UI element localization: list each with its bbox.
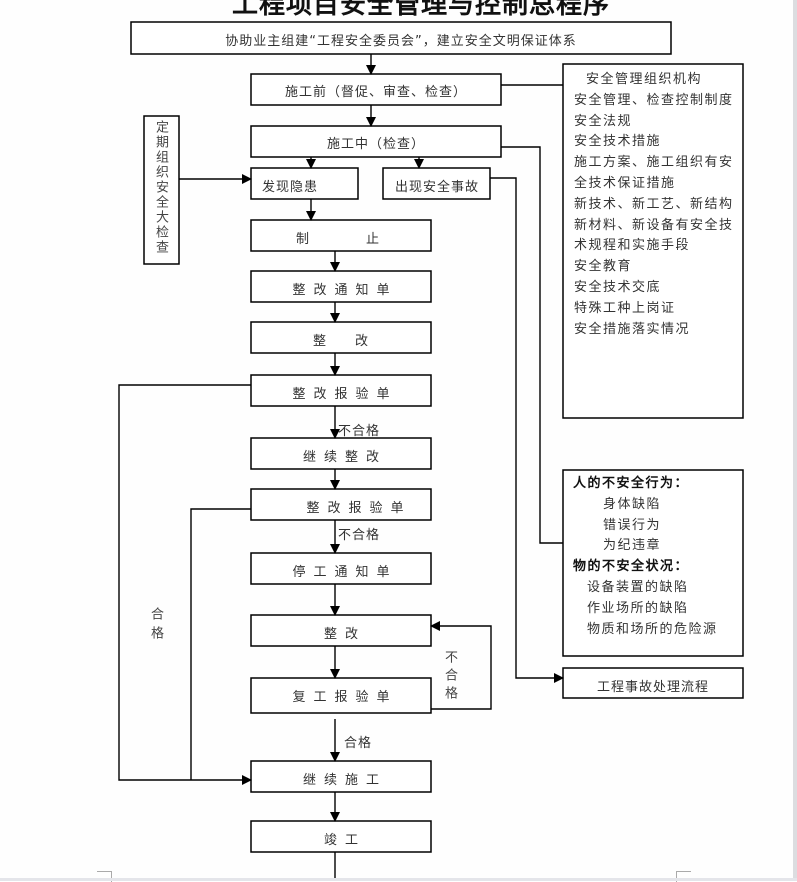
rectify-report-1-label: 整改报验单: [292, 387, 398, 402]
list-item: 安全法规: [574, 113, 633, 129]
pass-line-report2: [190, 508, 251, 780]
unsafe-factors-list: 人的不安全行为： 身体缺陷 错误行为 为纪违章 物的不安全状况： 设备装置的缺陷…: [573, 474, 718, 640]
edge-label-fail-loop: 不合格: [442, 650, 457, 704]
list-item: 全技术保证措施: [574, 175, 676, 191]
hazard-found-label: 发现隐患: [262, 180, 319, 195]
edge-label-fail-1: 不合格: [338, 424, 381, 439]
stop-label: 制 止: [296, 232, 381, 247]
box-rectify-report-2: [250, 488, 432, 521]
connector-accident-to-process: [490, 177, 564, 683]
box-pre-items: [562, 63, 744, 419]
box-pre-construction: [250, 73, 502, 106]
box-rectify-1: [250, 321, 432, 354]
page-corner-mark-left: [97, 871, 112, 882]
human-unsafe-heading: 人的不安全行为：: [573, 476, 690, 491]
list-item: 施工方案、施工组织有安: [574, 155, 734, 171]
rectify-report-2-label: 整改报验单: [306, 501, 412, 516]
box-periodic-inspection: [143, 115, 180, 265]
list-item: 安全技术措施: [574, 134, 662, 150]
list-item: 身体缺陷: [603, 496, 662, 512]
list-item: 错误行为: [603, 517, 662, 533]
box-stop-work-notice: [250, 552, 432, 585]
stop-work-notice-label: 停工通知单: [292, 565, 398, 580]
list-item: 安全技术交底: [574, 279, 662, 295]
list-item: 特殊工种上岗证: [574, 300, 676, 316]
list-item: 设备装置的缺陷: [587, 579, 689, 595]
box-accident: [382, 167, 491, 200]
page-corner-mark-right: [676, 871, 691, 882]
during-construction-label: 施工中（检查）: [326, 137, 425, 152]
accident-process-label: 工程事故处理流程: [596, 680, 709, 695]
periodic-inspection-label: 定期组织安全大检查: [153, 120, 168, 255]
continue-rectify-label: 继续整改: [302, 450, 387, 465]
list-item: 安全措施落实情况: [574, 321, 691, 337]
box-during-construction: [250, 125, 502, 158]
object-unsafe-heading: 物的不安全状况：: [573, 559, 690, 575]
completion-label: 竣工: [323, 833, 366, 848]
rectify-2-label: 整改: [323, 627, 366, 642]
box-completion: [250, 820, 432, 853]
connector-during-to-unsafe: [501, 146, 563, 544]
list-item: 新技术、新工艺、新结构: [574, 196, 734, 212]
bottom-edge: [0, 878, 797, 881]
box-resume-report: [250, 677, 432, 714]
list-item: 为纪违章: [603, 538, 662, 554]
box-continue-rectify: [250, 437, 432, 470]
box-continue-construction: [250, 760, 432, 793]
box-accident-process: [562, 667, 744, 699]
vertical-scrollbar[interactable]: [793, 0, 797, 881]
box-rectify-notice: [250, 270, 432, 303]
box-rectify-2: [250, 614, 432, 647]
rectify-1-label: 整 改: [312, 334, 369, 349]
box-unsafe-factors: [562, 469, 744, 657]
edge-label-pass-left: 合格: [148, 607, 163, 645]
pre-construction-label: 施工前（督促、审查、检查）: [284, 85, 467, 100]
list-item: 安全教育: [574, 259, 633, 275]
list-item: 物质和场所的危险源: [587, 621, 718, 637]
resume-report-label: 复工报验单: [292, 690, 398, 705]
box-top: [130, 21, 672, 55]
edge-label-fail-2: 不合格: [338, 528, 381, 543]
list-item: 安全管理组织机构: [586, 72, 703, 87]
rectify-notice-label: 整改通知单: [292, 283, 398, 298]
box-stop: [250, 219, 432, 252]
box-rectify-report-1: [250, 374, 432, 407]
list-item: 新材料、新设备有安全技: [574, 217, 734, 233]
list-item: 作业场所的缺陷: [587, 600, 689, 616]
box-hazard-found: [250, 167, 359, 200]
page-title: 工程项目安全管理与控制总程序: [232, 0, 611, 20]
edge-label-pass-bottom: 合格: [344, 736, 373, 751]
top-node-label: 协助业主组建“工程安全委员会”，建立安全文明保证体系: [225, 34, 577, 49]
list-item: 安全管理、检查控制制度: [574, 92, 734, 108]
loop-resume-to-rectify2: [430, 621, 492, 710]
pre-construction-items-list: 安全管理组织机构 安全管理、检查控制制度 安全法规 安全技术措施 施工方案、施工…: [574, 70, 734, 340]
list-item: 术规程和实施手段: [574, 238, 691, 254]
continue-construction-label: 继续施工: [302, 773, 387, 788]
pass-line-report1: [118, 384, 252, 785]
accident-label: 出现安全事故: [395, 180, 480, 195]
